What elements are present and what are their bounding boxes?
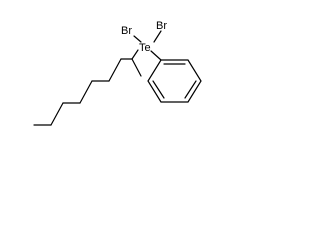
- atom-label-br-left: Br: [121, 25, 132, 37]
- phenyl-ring: [147, 59, 202, 103]
- bond-c2-methyl: [131, 58, 142, 77]
- phenyl-double-bond-left: [152, 80, 165, 99]
- bond-chain-6: [50, 102, 64, 126]
- bond-te-br-left: [133, 35, 142, 43]
- bond-te-c2: [131, 49, 139, 60]
- structure-canvas: Br Br Te: [0, 0, 238, 141]
- atom-label-br-right: Br: [156, 20, 167, 32]
- phenyl-double-bond-right: [184, 80, 197, 99]
- molecule-drawing: Br Br Te: [33, 20, 202, 126]
- atom-label-te: Te: [139, 42, 151, 54]
- bond-te-br-right: [153, 30, 162, 43]
- bond-chain-2: [108, 58, 122, 82]
- bond-te-phenyl: [150, 50, 162, 61]
- bond-chain-4: [79, 80, 93, 104]
